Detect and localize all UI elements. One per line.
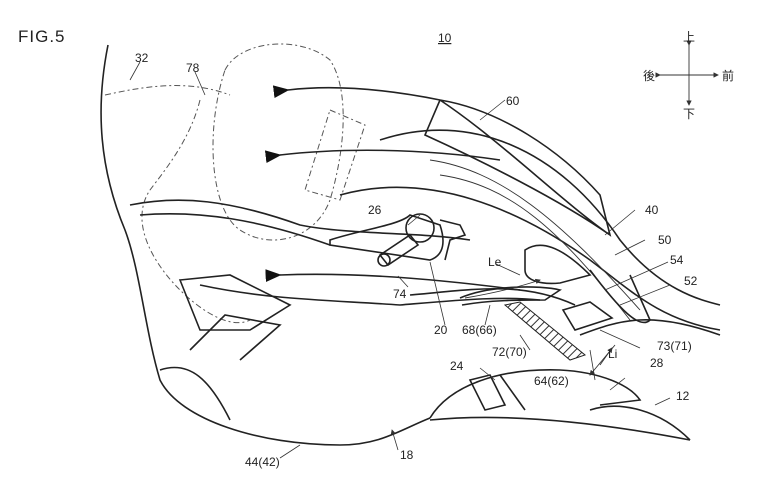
front-fender: [429, 369, 642, 419]
label-28: 28: [650, 356, 664, 370]
label-44: 44(42): [245, 455, 280, 469]
headlight: [329, 214, 444, 261]
label-Li: Li: [608, 347, 617, 361]
label-74: 74: [393, 287, 407, 301]
dir-up: 上: [683, 30, 695, 44]
label-68: 68(66): [462, 323, 497, 337]
airflow-arrow: [265, 269, 521, 291]
label-64: 64(62): [534, 374, 569, 388]
label-32: 32: [135, 51, 149, 65]
label-40: 40: [645, 203, 659, 217]
dir-front: 前: [722, 68, 734, 83]
label-78: 78: [186, 61, 200, 75]
label-52: 52: [684, 274, 698, 288]
label-12: 12: [676, 389, 690, 403]
windscreen: [423, 99, 612, 237]
figure-title: FIG.5: [18, 27, 66, 46]
body-outline: [100, 44, 431, 446]
dir-rear: 後: [643, 69, 655, 83]
label-73: 73(71): [657, 339, 692, 353]
label-24: 24: [450, 359, 464, 373]
front-cowl: [379, 129, 721, 306]
label-Le: Le: [488, 255, 502, 269]
label-26: 26: [368, 203, 382, 217]
label-54: 54: [670, 253, 684, 267]
label-60: 60: [506, 94, 520, 108]
helmet-outline: [212, 43, 344, 241]
label-72: 72(70): [492, 345, 527, 359]
airflow-arrow: [272, 85, 441, 101]
ref-main: 10: [438, 31, 452, 45]
label-50: 50: [658, 233, 672, 247]
direction-indicator: [655, 40, 719, 106]
label-20: 20: [434, 323, 448, 337]
airflow-arrow: [264, 149, 501, 164]
dir-down: 下: [683, 107, 695, 121]
label-18: 18: [400, 448, 414, 462]
